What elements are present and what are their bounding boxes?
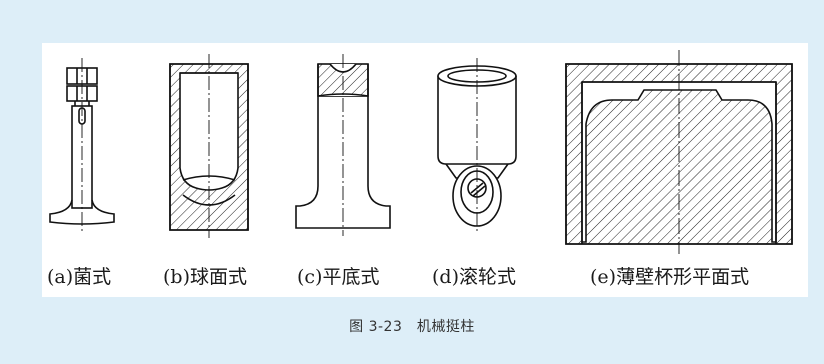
flat-bottom-tappet-drawing [295,54,391,236]
figure-caption: 图 3-23 机械挺柱 [349,319,475,335]
spherical-tappet-drawing [169,54,249,238]
label-spherical: (b)球面式 [163,266,247,288]
label-cup: (e)薄壁杯形平面式 [590,266,750,288]
label-roller: (d)滚轮式 [432,266,516,288]
label-mushroom: (a)菌式 [47,266,112,288]
cup-tappet-drawing [565,50,793,254]
roller-tappet-drawing [437,58,517,232]
mushroom-tappet-drawing [49,58,115,232]
label-flat-bottom: (c)平底式 [297,266,380,288]
